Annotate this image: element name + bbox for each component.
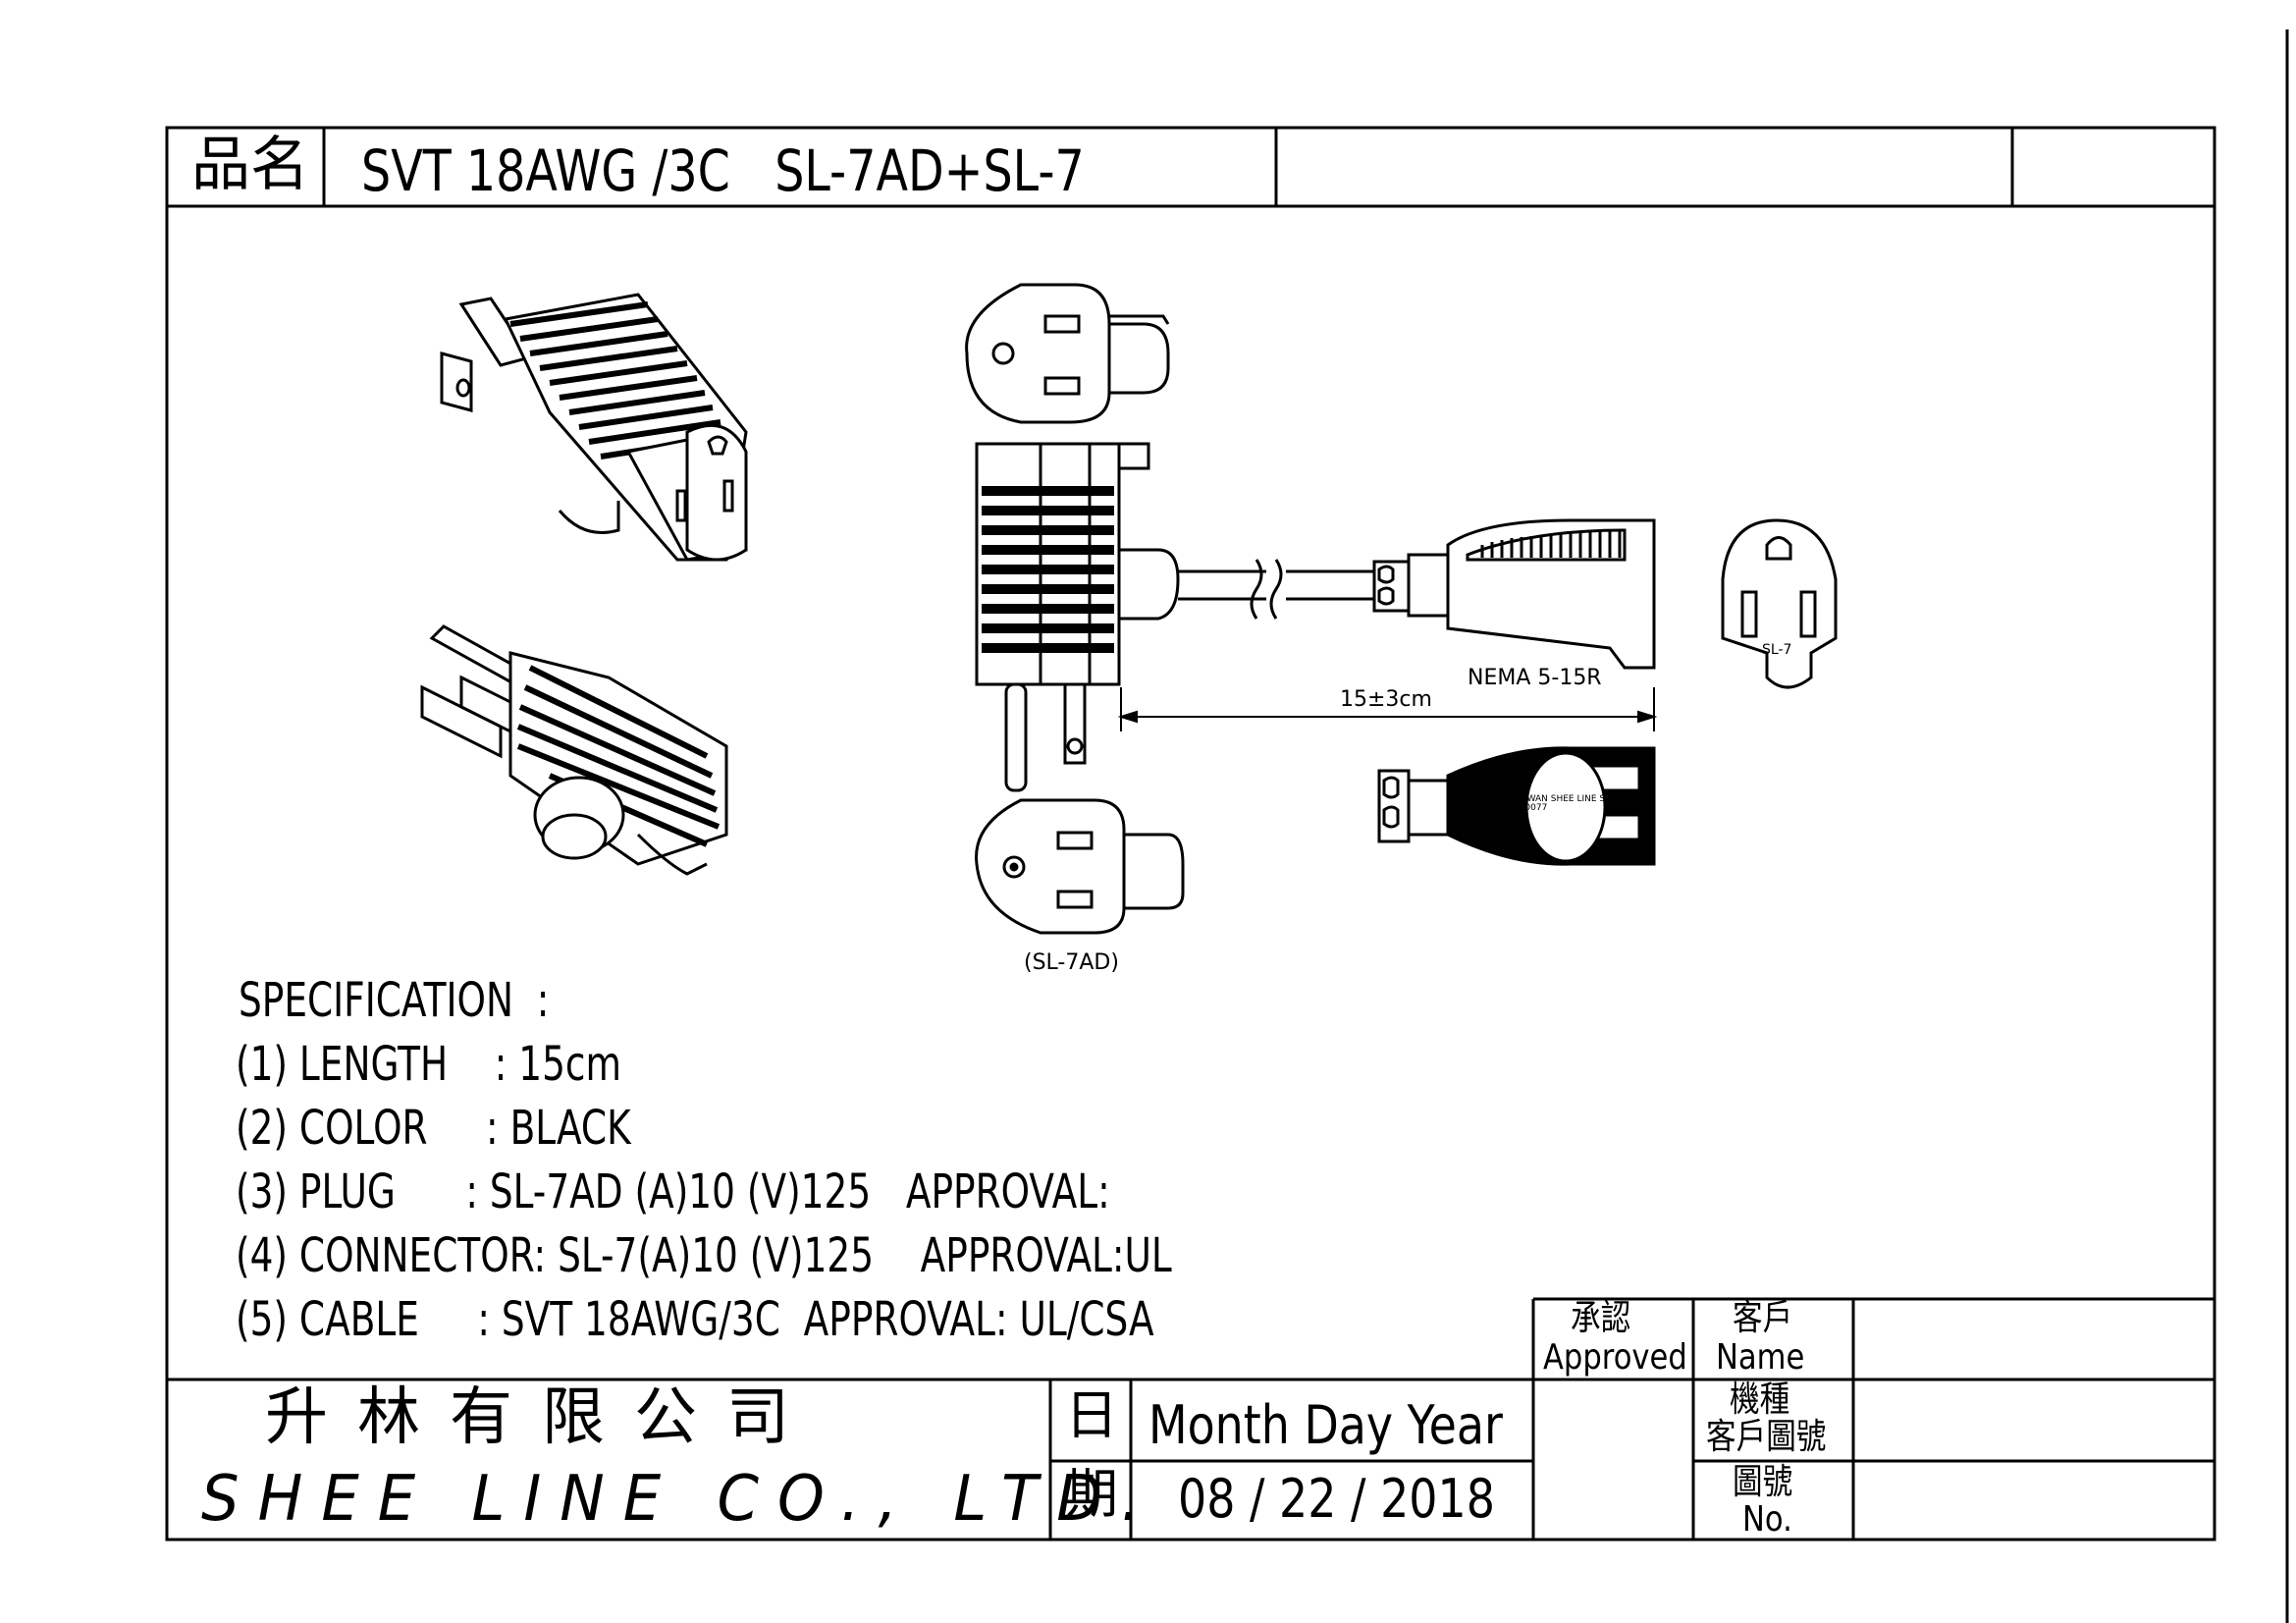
product-name: SVT 18AWG /3C SL-7AD+SL-7 [361,137,1085,204]
molding-text: TAIWAN SHEE LINE SL-7 E90077 [1514,794,1619,813]
date-label-bottom: 期 [1065,1463,1118,1525]
cable-line [1178,559,1374,620]
spec-line-plug: (3) PLUG : SL-7AD (A)10 (V)125 APPROVAL: [236,1164,1110,1219]
company-name-en: SHEE LINE CO., LTD. [201,1463,1159,1536]
length-dimension: 15±3cm [1340,687,1432,712]
customer-en: Name [1716,1337,1805,1378]
frame [165,29,2289,1623]
spec-line-cable: (5) CABLE : SVT 18AWG/3C APPROVAL: UL/CS… [236,1292,1154,1347]
plug-face-bottom [975,798,1185,935]
connector-standard: NEMA 5-15R [1468,666,1602,690]
customer-drawing-cn: 客戶圖號 [1706,1417,1827,1457]
adapter-iso-view-bottom [420,624,728,876]
approved-cn: 承認 [1571,1298,1631,1338]
spec-heading: SPECIFICATION : [239,973,550,1028]
spec-line-connector: (4) CONNECTOR: SL-7(A)10 (V)125 APPROVAL… [236,1228,1172,1283]
approved-en: Approved [1543,1337,1687,1378]
length-dimension-line [1117,687,1658,731]
company-name-cn: 升林有限公司 [265,1381,819,1454]
connector-side-view [1372,518,1656,670]
date-heading: Month Day Year [1148,1394,1503,1456]
adapter-side-view [975,442,1180,792]
adapter-face-top [965,283,1170,424]
plug-caption: (SL-7AD) [1024,950,1119,975]
model-cn: 機種 [1730,1380,1790,1420]
name-label: 品名 [191,131,309,199]
connector-face-right [1721,518,1838,689]
spec-line-color: (2) COLOR : BLACK [236,1101,631,1156]
drawing-no-en: No. [1742,1499,1792,1540]
spec-line-length: (1) LENGTH : 15cm [236,1037,621,1092]
adapter-iso-view-top [440,293,748,562]
drawing-no-cn: 圖號 [1733,1462,1793,1502]
date-value: 08 / 22 / 2018 [1178,1468,1495,1530]
connector-molded-view [1377,746,1656,866]
date-label-top: 日 [1065,1384,1118,1446]
connector-face-label: SL-7 [1762,642,1792,658]
customer-cn: 客戶 [1733,1298,1793,1338]
